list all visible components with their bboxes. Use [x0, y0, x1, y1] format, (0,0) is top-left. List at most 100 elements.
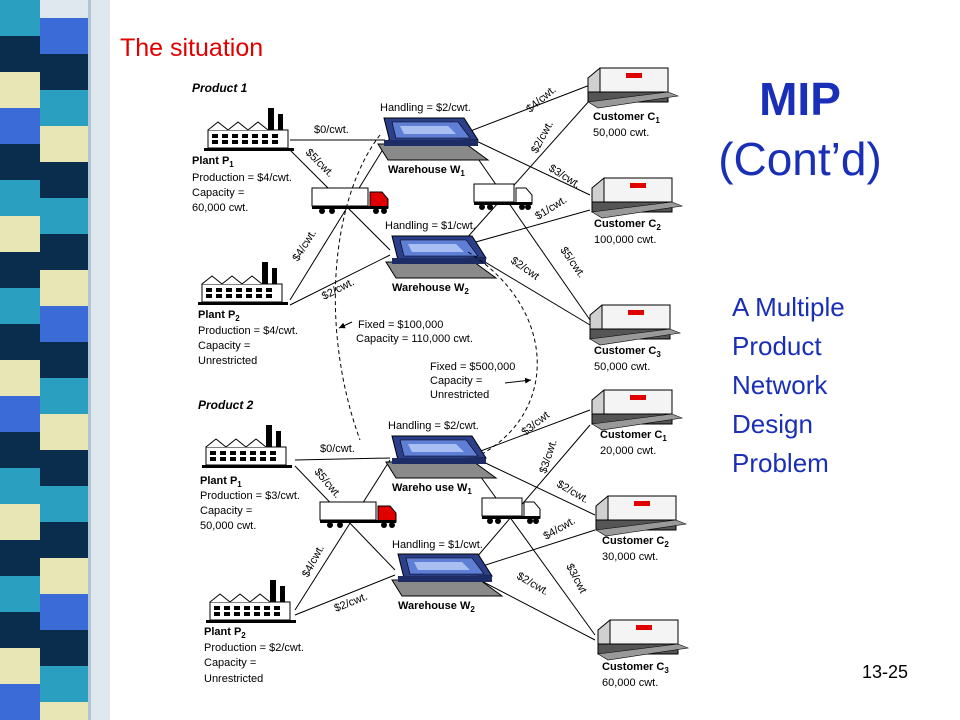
subtitle-line: Problem: [732, 448, 829, 478]
plant-p2-factory-icon: [205, 579, 297, 624]
plant-p2-factory-icon: [197, 261, 289, 306]
fixed-w2-arrow: [504, 377, 532, 384]
stripe-cell: [0, 216, 40, 252]
plant-p1-capacity-value: 60,000 cwt.: [192, 202, 248, 214]
cost-p2-w1: $4/cwt.: [300, 543, 327, 579]
page-number: 13-25: [862, 662, 909, 682]
warehouse-w2-icon: [385, 235, 497, 279]
stripe-cell: [0, 684, 40, 720]
fixed-w1-line1: Fixed = $100,000: [358, 319, 443, 331]
cost-w1-c3: $3/cwt: [563, 562, 589, 596]
stripe-cell: [0, 252, 40, 288]
subtitle-line: A Multiple: [732, 292, 845, 322]
red-truck-icon: [319, 501, 397, 529]
decorative-stripe-bar: [0, 0, 110, 720]
stripe-cell: [0, 648, 40, 684]
fixed-w2-line1: Fixed = $500,000: [430, 361, 515, 373]
stripe-cell: [40, 162, 88, 198]
warehouse-w1-icon: [377, 117, 489, 161]
customer-c3-demand: 60,000 cwt.: [602, 677, 658, 689]
warehouse-w1-handling: Handling = $2/cwt.: [388, 420, 479, 432]
fixed-w1-arrow: [338, 321, 353, 329]
customer-c3-store-icon: [589, 304, 681, 346]
customer-c1-store-icon: [591, 389, 683, 431]
subtitle-line: Design: [732, 409, 813, 439]
customer-c1-name: Customer C1: [593, 111, 660, 125]
stripe-cell: [0, 612, 40, 648]
stripe-cell: [0, 396, 40, 432]
plant-p1-factory-icon: [201, 424, 293, 469]
customer-c2-name: Customer C2: [602, 535, 669, 549]
stripe-cell: [40, 90, 88, 126]
stripe-cell: [0, 288, 40, 324]
stripe-cell: [40, 666, 88, 702]
plant-p1-production: Production = $4/cwt.: [192, 172, 292, 184]
plant-p2-capacity-value: Unrestricted: [198, 355, 257, 367]
subtitle-line: Network: [732, 370, 828, 400]
customer-c2-store-icon: [591, 177, 683, 219]
plant-p1-capacity-label: Capacity =: [192, 187, 244, 199]
stripe-cell: [0, 0, 40, 36]
warehouse-w2-name: Warehouse W2: [392, 282, 469, 296]
cost-p2-w1: $4/cwt.: [290, 228, 319, 264]
stripe-cell: [0, 576, 40, 612]
cost-w2-c1: $2/cwt.: [529, 119, 556, 155]
customer-c1-store-icon: [587, 67, 679, 109]
stripe-cell: [40, 234, 88, 270]
stripe-cell: [0, 540, 40, 576]
plant-p2-name: Plant P2: [198, 309, 240, 323]
customer-c2-demand: 100,000 cwt.: [594, 234, 656, 246]
warehouse-w1-name: Wareho use W1: [392, 482, 472, 496]
customer-c2-demand: 30,000 cwt.: [602, 551, 658, 563]
cost-w2-c3: $2/cwt.: [515, 570, 551, 598]
customer-c3-demand: 50,000 cwt.: [594, 361, 650, 373]
stripe-cell: [40, 702, 88, 720]
stripe-cell: [0, 504, 40, 540]
stripe-cell: [0, 108, 40, 144]
customer-c1-demand: 20,000 cwt.: [600, 445, 656, 457]
stripe-cell: [0, 36, 40, 72]
stripe-cell: [0, 468, 40, 504]
stripe-cell: [40, 342, 88, 378]
stripe-cell: [0, 324, 40, 360]
slide-title: MIP: [759, 73, 841, 125]
white-truck-icon: [473, 183, 533, 211]
warehouse-w2-icon: [391, 553, 503, 597]
plant-p1-name: Plant P1: [192, 155, 234, 169]
cost-p2-w2: $2/cwt.: [333, 591, 370, 615]
cost-w2-c1: $3/cwt.: [537, 438, 559, 475]
fixed-w2-line3: Unrestricted: [430, 389, 489, 401]
customer-c1-demand: 50,000 cwt.: [593, 127, 649, 139]
product1-label: Product 1: [192, 81, 248, 95]
stripe-cell: [0, 144, 40, 180]
plant-p2-capacity-label: Capacity =: [198, 340, 250, 352]
stripe-cell: [40, 450, 88, 486]
stripe-cell: [0, 360, 40, 396]
slide-title-continued: (Cont’d): [718, 133, 882, 185]
cost-w1-c2: $2/cwt.: [555, 478, 591, 506]
white-truck-icon: [481, 497, 541, 525]
customer-c2-name: Customer C2: [594, 218, 661, 232]
stripe-cell: [40, 594, 88, 630]
stripe-cell: [40, 414, 88, 450]
stripe-cell: [40, 270, 88, 306]
plant-p1-capacity-value: 50,000 cwt.: [200, 520, 256, 532]
situation-label: The situation: [120, 34, 264, 62]
cost-w1-c3: $5/cwt.: [558, 245, 588, 280]
plant-p2-capacity-label: Capacity =: [204, 657, 256, 669]
customer-c3-name: Customer C3: [594, 345, 661, 359]
stripe-cell: [40, 630, 88, 666]
product2-network: Product 2 Plant P1 Production = $3/cwt. …: [198, 389, 689, 689]
customer-c2-store-icon: [595, 495, 687, 537]
cost-w2-c2: $1/cwt.: [533, 194, 569, 223]
stripe-cell: [40, 198, 88, 234]
cost-w2-c2: $4/cwt.: [542, 515, 578, 543]
warehouse-w2-handling: Handling = $1/cwt.: [392, 539, 483, 551]
stripe-cell: [40, 126, 88, 162]
stripe-cell: [40, 18, 88, 54]
plant-p1-capacity-label: Capacity =: [200, 505, 252, 517]
fixed-w2-line2: Capacity =: [430, 375, 482, 387]
warehouse-w1-name: Warehouse W1: [388, 164, 465, 178]
warehouse-w2-handling: Handling = $1/cwt.: [385, 220, 476, 232]
